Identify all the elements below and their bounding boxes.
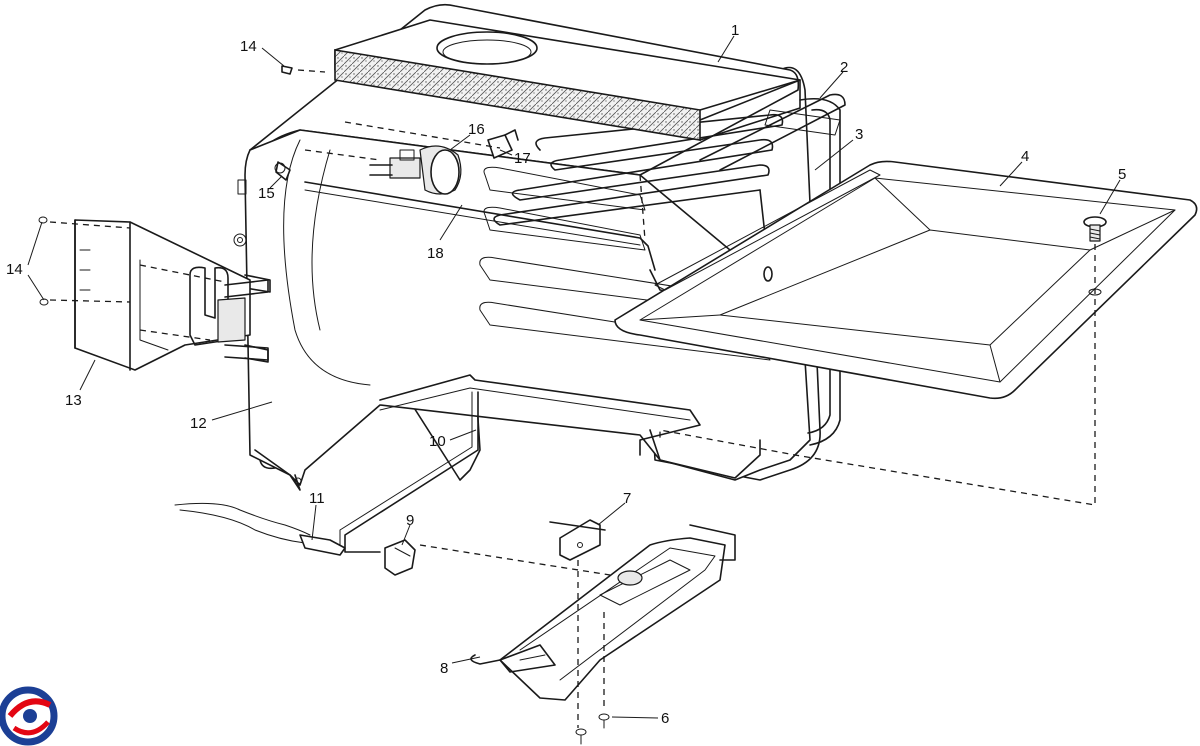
tray-screw <box>1083 216 1107 296</box>
callout-13: 13 <box>65 392 82 409</box>
oven-lamp <box>369 145 462 195</box>
screw-left-lower <box>39 298 49 306</box>
injector <box>384 539 416 576</box>
callout-10: 10 <box>429 433 446 450</box>
callout-labels: 1 2 3 4 5 6 7 8 9 10 11 12 13 14 14 15 1… <box>6 22 1126 727</box>
screw-top <box>281 65 293 75</box>
screw-left-upper <box>38 216 48 224</box>
callout-6: 6 <box>661 710 669 727</box>
screw-bottom-6 <box>575 713 610 745</box>
thermocouple <box>174 502 346 556</box>
callout-12: 12 <box>190 415 207 432</box>
callout-1: 1 <box>731 22 739 39</box>
callout-7: 7 <box>623 490 631 507</box>
callout-17: 17 <box>514 150 531 167</box>
clip-15 <box>275 161 291 181</box>
rear-panel <box>74 219 269 371</box>
ignition-bracket <box>549 519 606 561</box>
baking-tray <box>614 160 1198 400</box>
insulation-pad <box>334 19 801 141</box>
callout-2: 2 <box>840 59 848 76</box>
callout-5: 5 <box>1118 166 1126 183</box>
callout-9: 9 <box>406 512 414 529</box>
brand-logo <box>0 686 58 746</box>
gas-pipe <box>344 391 479 553</box>
callout-14-left: 14 <box>6 261 23 278</box>
callout-15: 15 <box>258 185 275 202</box>
callout-14-top: 14 <box>240 38 257 55</box>
burner-assembly <box>470 524 736 701</box>
assembly-lines <box>49 69 1096 728</box>
callout-4: 4 <box>1021 148 1029 165</box>
callout-11: 11 <box>309 490 325 507</box>
callout-8: 8 <box>440 660 448 677</box>
callout-18: 18 <box>427 245 444 262</box>
element-rod <box>304 181 656 271</box>
leader-lines <box>27 35 1121 719</box>
callout-16: 16 <box>468 121 485 138</box>
callout-3: 3 <box>855 126 863 143</box>
